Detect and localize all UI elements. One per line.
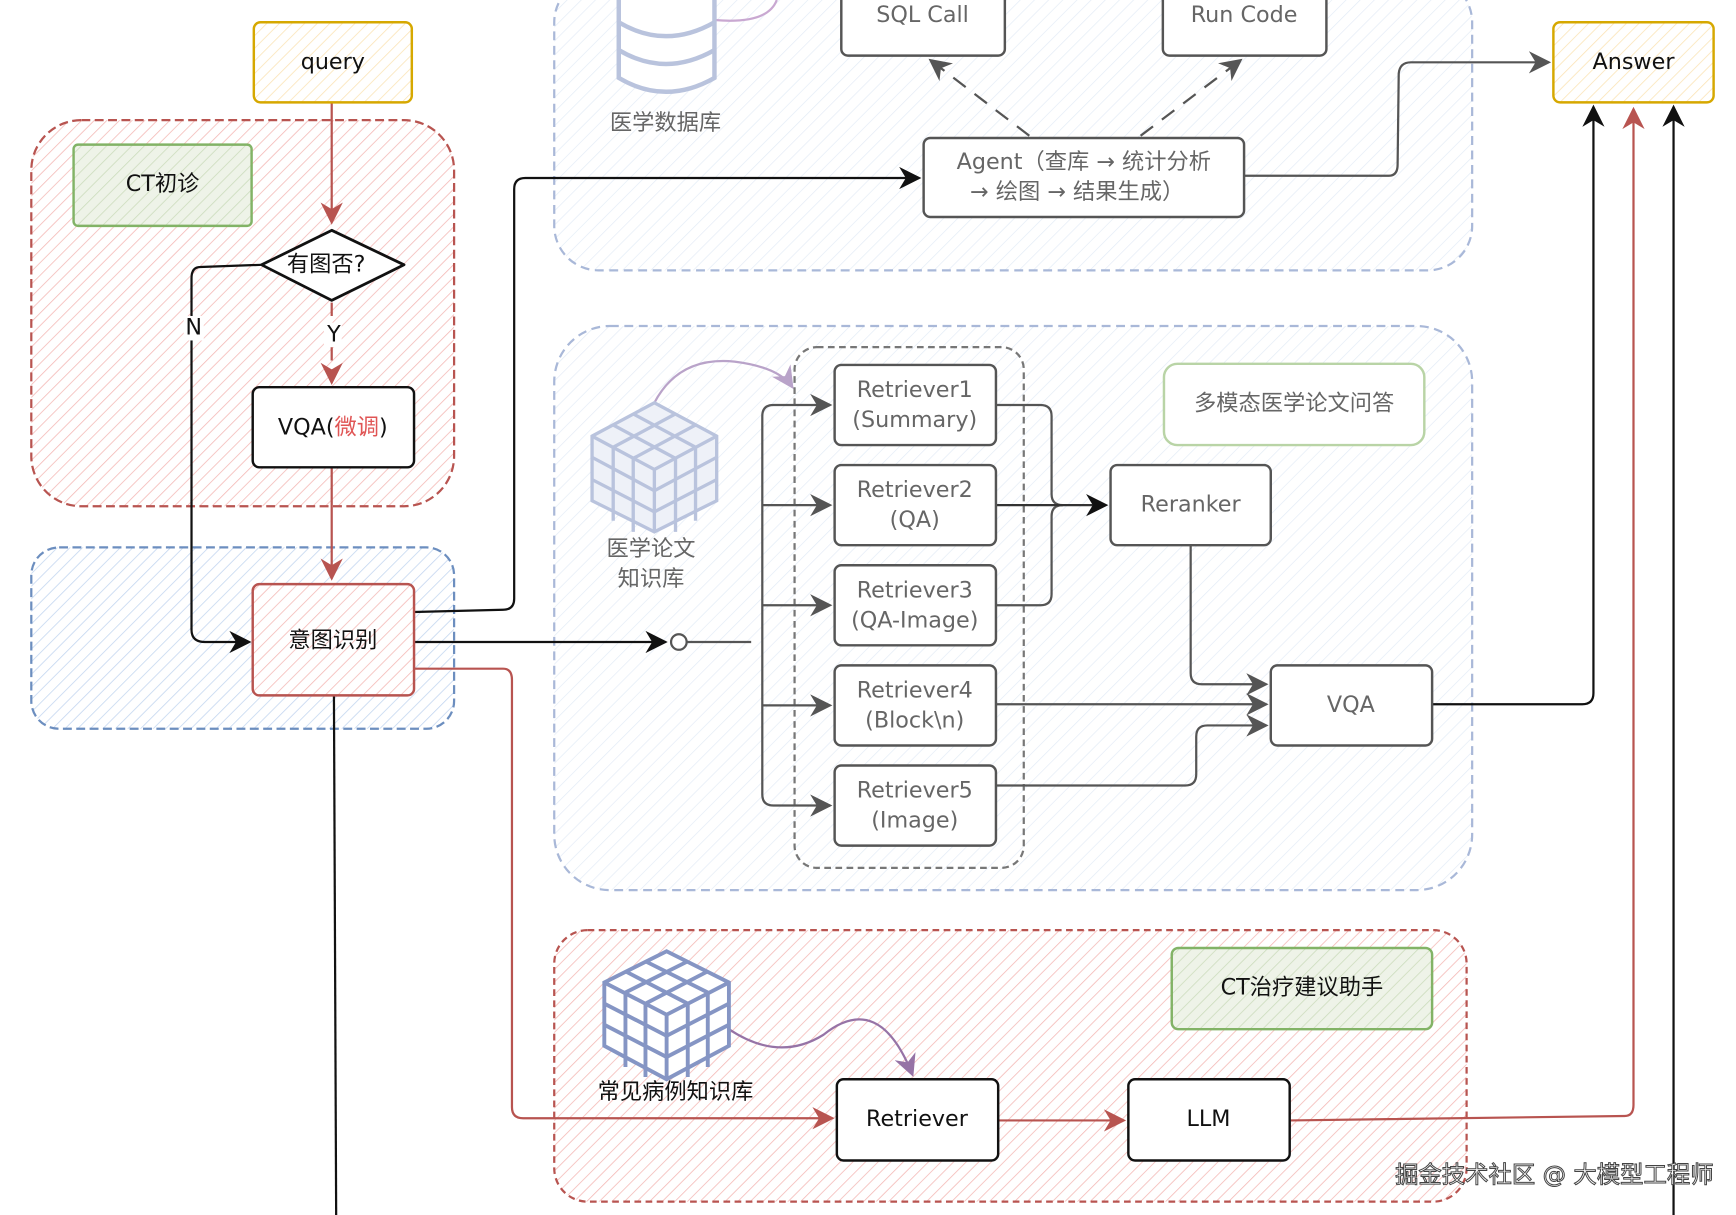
retriever-1-name: Retriever1 xyxy=(857,377,973,403)
retriever-4-name: Retriever4 xyxy=(857,677,973,703)
run-code-label: Run Code xyxy=(1191,2,1298,28)
paper-qa-title: 多模态医学论文问答 xyxy=(1194,390,1394,416)
vqa-to-answer xyxy=(1432,104,1605,706)
junction-node xyxy=(669,633,688,651)
vqa-finetune-label: VQA(微调) xyxy=(278,414,388,440)
paper-kb-cube-icon xyxy=(590,400,719,534)
retriever-5-name: Retriever5 xyxy=(857,778,973,804)
treatment-title-box xyxy=(1170,946,1434,1031)
intent-node xyxy=(251,582,416,697)
db-label: 医学数据库 xyxy=(610,110,721,136)
agent-label-line2: → 绘图 → 结果生成） xyxy=(970,179,1184,205)
paper-kb-label-line2: 知识库 xyxy=(618,566,685,592)
answer-label: Answer xyxy=(1593,49,1676,75)
ct-initial-label-box xyxy=(72,143,253,228)
intent-label: 意图识别 xyxy=(288,627,377,653)
ct-initial-label: CT初诊 xyxy=(126,171,200,197)
watermark: 掘金技术社区 @ 大模型工程师 xyxy=(1395,1161,1714,1189)
run-code-node xyxy=(1161,0,1328,57)
retriever-2-name: Retriever2 xyxy=(857,477,973,503)
agent-node xyxy=(922,136,1246,219)
case-kb-cube-icon xyxy=(602,949,731,1082)
sql-call-label: SQL Call xyxy=(876,2,969,28)
db-to-sql-link xyxy=(714,0,778,22)
no-label: N xyxy=(185,315,202,341)
treatment-retriever-label: Retriever xyxy=(866,1106,969,1132)
retriever-5: Retriever5 (Image) xyxy=(833,764,998,847)
reranker-node xyxy=(1109,463,1272,547)
connectors xyxy=(190,0,1685,1215)
retriever-4-type: (Block\n) xyxy=(865,707,964,733)
retriever-2: Retriever2 (QA) xyxy=(833,463,998,547)
agent-to-runcode xyxy=(1139,58,1243,137)
r3-to-reranker xyxy=(995,504,1063,607)
decision-no-arrow xyxy=(190,263,262,654)
database-icon xyxy=(616,0,717,94)
agent-to-sql xyxy=(928,58,1031,137)
intent-to-treatment xyxy=(414,667,835,1130)
intent-down-line xyxy=(332,695,338,1215)
agent-to-answer xyxy=(1244,51,1552,177)
paper-qa-title-box xyxy=(1162,362,1426,447)
answer-node xyxy=(1552,21,1715,104)
intent-to-agent xyxy=(414,166,922,614)
retriever-inner-group xyxy=(793,346,1025,869)
llm-node xyxy=(1127,1078,1291,1162)
case-kb-link xyxy=(728,1018,916,1077)
retriever-3-name: Retriever3 xyxy=(857,577,973,603)
r5-to-vqa xyxy=(995,714,1269,787)
paper-kb-label-line1: 医学论文 xyxy=(607,536,696,562)
has-image-decision xyxy=(260,228,406,302)
reranker-to-vqa xyxy=(1189,545,1269,696)
branch-trunk xyxy=(681,403,831,807)
query-node xyxy=(252,21,414,104)
paper-kb-link xyxy=(653,359,794,404)
llm-to-answer xyxy=(1290,106,1645,1122)
case-kb-label: 常见病例知识库 xyxy=(598,1079,754,1105)
reranker-label: Reranker xyxy=(1141,492,1242,518)
has-image-label: 有图否? xyxy=(287,251,366,277)
retriever-2-type: (QA) xyxy=(890,507,940,533)
vqa-finetune-node xyxy=(251,385,416,469)
yes-label: Y xyxy=(326,321,341,347)
vqa-node xyxy=(1269,664,1434,747)
retriever-1-type: (Summary) xyxy=(852,407,977,433)
llm-label: LLM xyxy=(1186,1106,1230,1132)
sql-call-node xyxy=(840,0,1007,57)
treatment-retriever-node xyxy=(835,1078,1000,1162)
retriever-3: Retriever3 (QA-Image) xyxy=(833,563,998,647)
agent-label-line1: Agent（查库 → 统计分析 xyxy=(957,149,1211,175)
retriever-4: Retriever4 (Block\n) xyxy=(833,664,998,747)
treatment-title: CT治疗建议助手 xyxy=(1221,975,1384,1001)
query-label: query xyxy=(301,49,365,75)
r1-to-reranker xyxy=(995,403,1063,507)
retriever-3-type: (QA-Image) xyxy=(851,607,978,633)
vqa-label: VQA xyxy=(1327,692,1376,718)
retriever-5-type: (Image) xyxy=(871,808,958,834)
retriever-1: Retriever1 (Summary) xyxy=(833,363,998,447)
